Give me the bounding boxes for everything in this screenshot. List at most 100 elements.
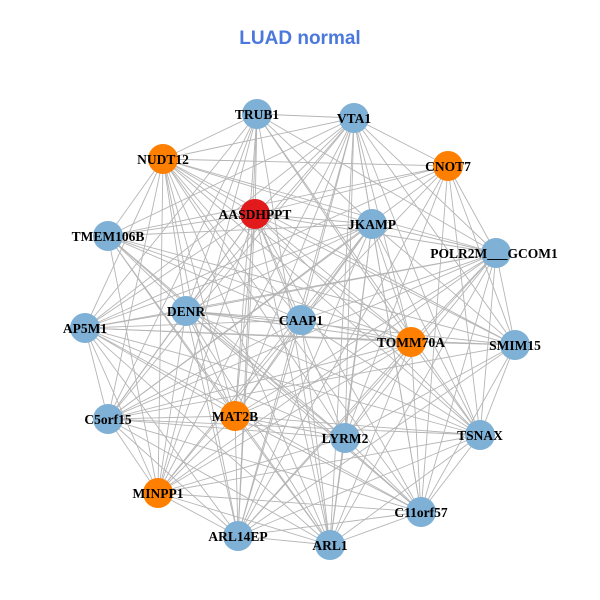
edge-cnot7-aasdhppt: [254, 165, 449, 215]
edge-ap5m1-minpp1: [84, 327, 159, 494]
edge-nudt12-c5orf15: [107, 158, 164, 420]
edge-nudt12-smim15: [162, 158, 516, 346]
figure-title: LUAD normal: [239, 28, 361, 49]
edge-arl14ep-arl1: [237, 535, 331, 546]
edge-denr-mat2b: [185, 310, 236, 417]
node-label-c11orf57: C11orf57: [394, 505, 447, 520]
node-polr2m[interactable]: [481, 238, 511, 268]
edge-tmem106b-minpp1: [107, 235, 159, 494]
edge-minpp1-arl14ep: [157, 492, 239, 537]
edge-vta1-cnot7: [353, 117, 449, 167]
edge-ap5m1-arl14ep: [84, 327, 239, 537]
edge-tmem106b-smim15: [107, 235, 516, 346]
node-label-c5orf15: C5orf15: [84, 412, 131, 427]
edge-mat2b-c11orf57: [234, 415, 422, 513]
edge-polr2m-smim15: [495, 252, 516, 346]
node-denr[interactable]: [171, 296, 201, 326]
edge-vta1-aasdhppt: [254, 117, 355, 215]
edge-vta1-minpp1: [157, 117, 355, 494]
edge-smim15-tsnax: [479, 344, 516, 436]
node-label-polr2m: POLR2M___GCOM1: [430, 246, 558, 261]
edge-jkamp-tomm70a: [371, 223, 412, 343]
edge-trub1-mat2b: [234, 113, 258, 417]
edge-polr2m-minpp1: [157, 252, 497, 494]
edge-cnot7-arl14ep: [237, 165, 449, 537]
edge-tomm70a-lyrm2: [344, 341, 412, 439]
edge-aasdhppt-ap5m1: [84, 213, 256, 329]
edge-tomm70a-arl1: [329, 341, 412, 546]
edge-nudt12-minpp1: [157, 158, 164, 494]
edge-aasdhppt-c11orf57: [254, 213, 422, 513]
edge-mat2b-lyrm2: [234, 415, 346, 439]
edge-nudt12-aasdhppt: [162, 158, 256, 215]
node-tomm70a[interactable]: [396, 327, 426, 357]
edge-denr-caap1: [185, 310, 302, 321]
edge-tmem106b-caap1: [107, 235, 302, 321]
edge-denr-tsnax: [185, 310, 481, 436]
node-minpp1[interactable]: [143, 478, 173, 508]
edge-cnot7-lyrm2: [344, 165, 449, 439]
edge-denr-ap5m1: [84, 310, 187, 329]
edge-c11orf57-arl14ep: [237, 511, 422, 537]
edge-c11orf57-arl1: [329, 511, 422, 546]
edge-ap5m1-c5orf15: [84, 327, 109, 420]
node-label-arl14ep: ARL14EP: [208, 529, 267, 544]
edge-aasdhppt-caap1: [254, 213, 302, 321]
edge-cnot7-polr2m: [447, 165, 497, 254]
edge-trub1-ap5m1: [84, 113, 258, 329]
edge-polr2m-arl14ep: [237, 252, 497, 537]
edge-vta1-ap5m1: [84, 117, 355, 329]
node-jkamp[interactable]: [357, 209, 387, 239]
edge-c5orf15-c11orf57: [107, 418, 422, 513]
node-tsnax[interactable]: [465, 420, 495, 450]
edge-denr-smim15: [185, 310, 516, 346]
edge-jkamp-c11orf57: [371, 223, 422, 513]
node-vta1[interactable]: [339, 103, 369, 133]
edge-minpp1-c11orf57: [157, 492, 422, 513]
node-ap5m1[interactable]: [70, 313, 100, 343]
edge-polr2m-caap1: [300, 252, 497, 321]
edge-tomm70a-smim15: [410, 341, 516, 346]
edge-smim15-c5orf15: [107, 344, 516, 420]
edge-cnot7-tmem106b: [107, 165, 449, 237]
node-mat2b[interactable]: [220, 401, 250, 431]
edge-tomm70a-tsnax: [410, 341, 481, 436]
node-nudt12[interactable]: [148, 144, 178, 174]
node-label-nudt12: NUDT12: [137, 152, 189, 167]
node-lyrm2[interactable]: [330, 423, 360, 453]
edge-cnot7-ap5m1: [84, 165, 449, 329]
node-tmem106b[interactable]: [93, 221, 123, 251]
node-smim15[interactable]: [500, 330, 530, 360]
node-cnot7[interactable]: [433, 151, 463, 181]
edge-nudt12-tomm70a: [162, 158, 412, 343]
edge-smim15-arl14ep: [237, 344, 516, 537]
node-caap1[interactable]: [286, 305, 316, 335]
edge-tsnax-minpp1: [157, 434, 481, 494]
edge-tsnax-arl14ep: [237, 434, 481, 537]
edge-tomm70a-arl14ep: [237, 341, 412, 537]
node-arl14ep[interactable]: [223, 521, 253, 551]
edge-tsnax-arl1: [329, 434, 481, 546]
edge-minpp1-arl1: [157, 492, 331, 546]
edge-denr-c5orf15: [107, 310, 187, 420]
edge-smim15-lyrm2: [344, 344, 516, 439]
node-aasdhppt[interactable]: [240, 199, 270, 229]
node-arl1[interactable]: [315, 530, 345, 560]
edge-c5orf15-tsnax: [107, 418, 481, 436]
edge-jkamp-ap5m1: [84, 223, 373, 329]
edge-tomm70a-c11orf57: [410, 341, 422, 513]
edge-vta1-lyrm2: [344, 117, 355, 439]
node-c11orf57[interactable]: [406, 497, 436, 527]
edge-mat2b-tsnax: [234, 415, 481, 436]
edge-ap5m1-tsnax: [84, 327, 481, 436]
node-trub1[interactable]: [242, 99, 272, 129]
node-label-jkamp: JKAMP: [348, 217, 396, 232]
edge-aasdhppt-arl1: [254, 213, 331, 546]
node-c5orf15[interactable]: [93, 404, 123, 434]
edge-tmem106b-tomm70a: [107, 235, 412, 343]
edge-caap1-tomm70a: [300, 319, 412, 343]
edge-vta1-nudt12: [162, 117, 355, 160]
edge-tomm70a-mat2b: [234, 341, 412, 417]
edge-denr-lyrm2: [185, 310, 346, 439]
